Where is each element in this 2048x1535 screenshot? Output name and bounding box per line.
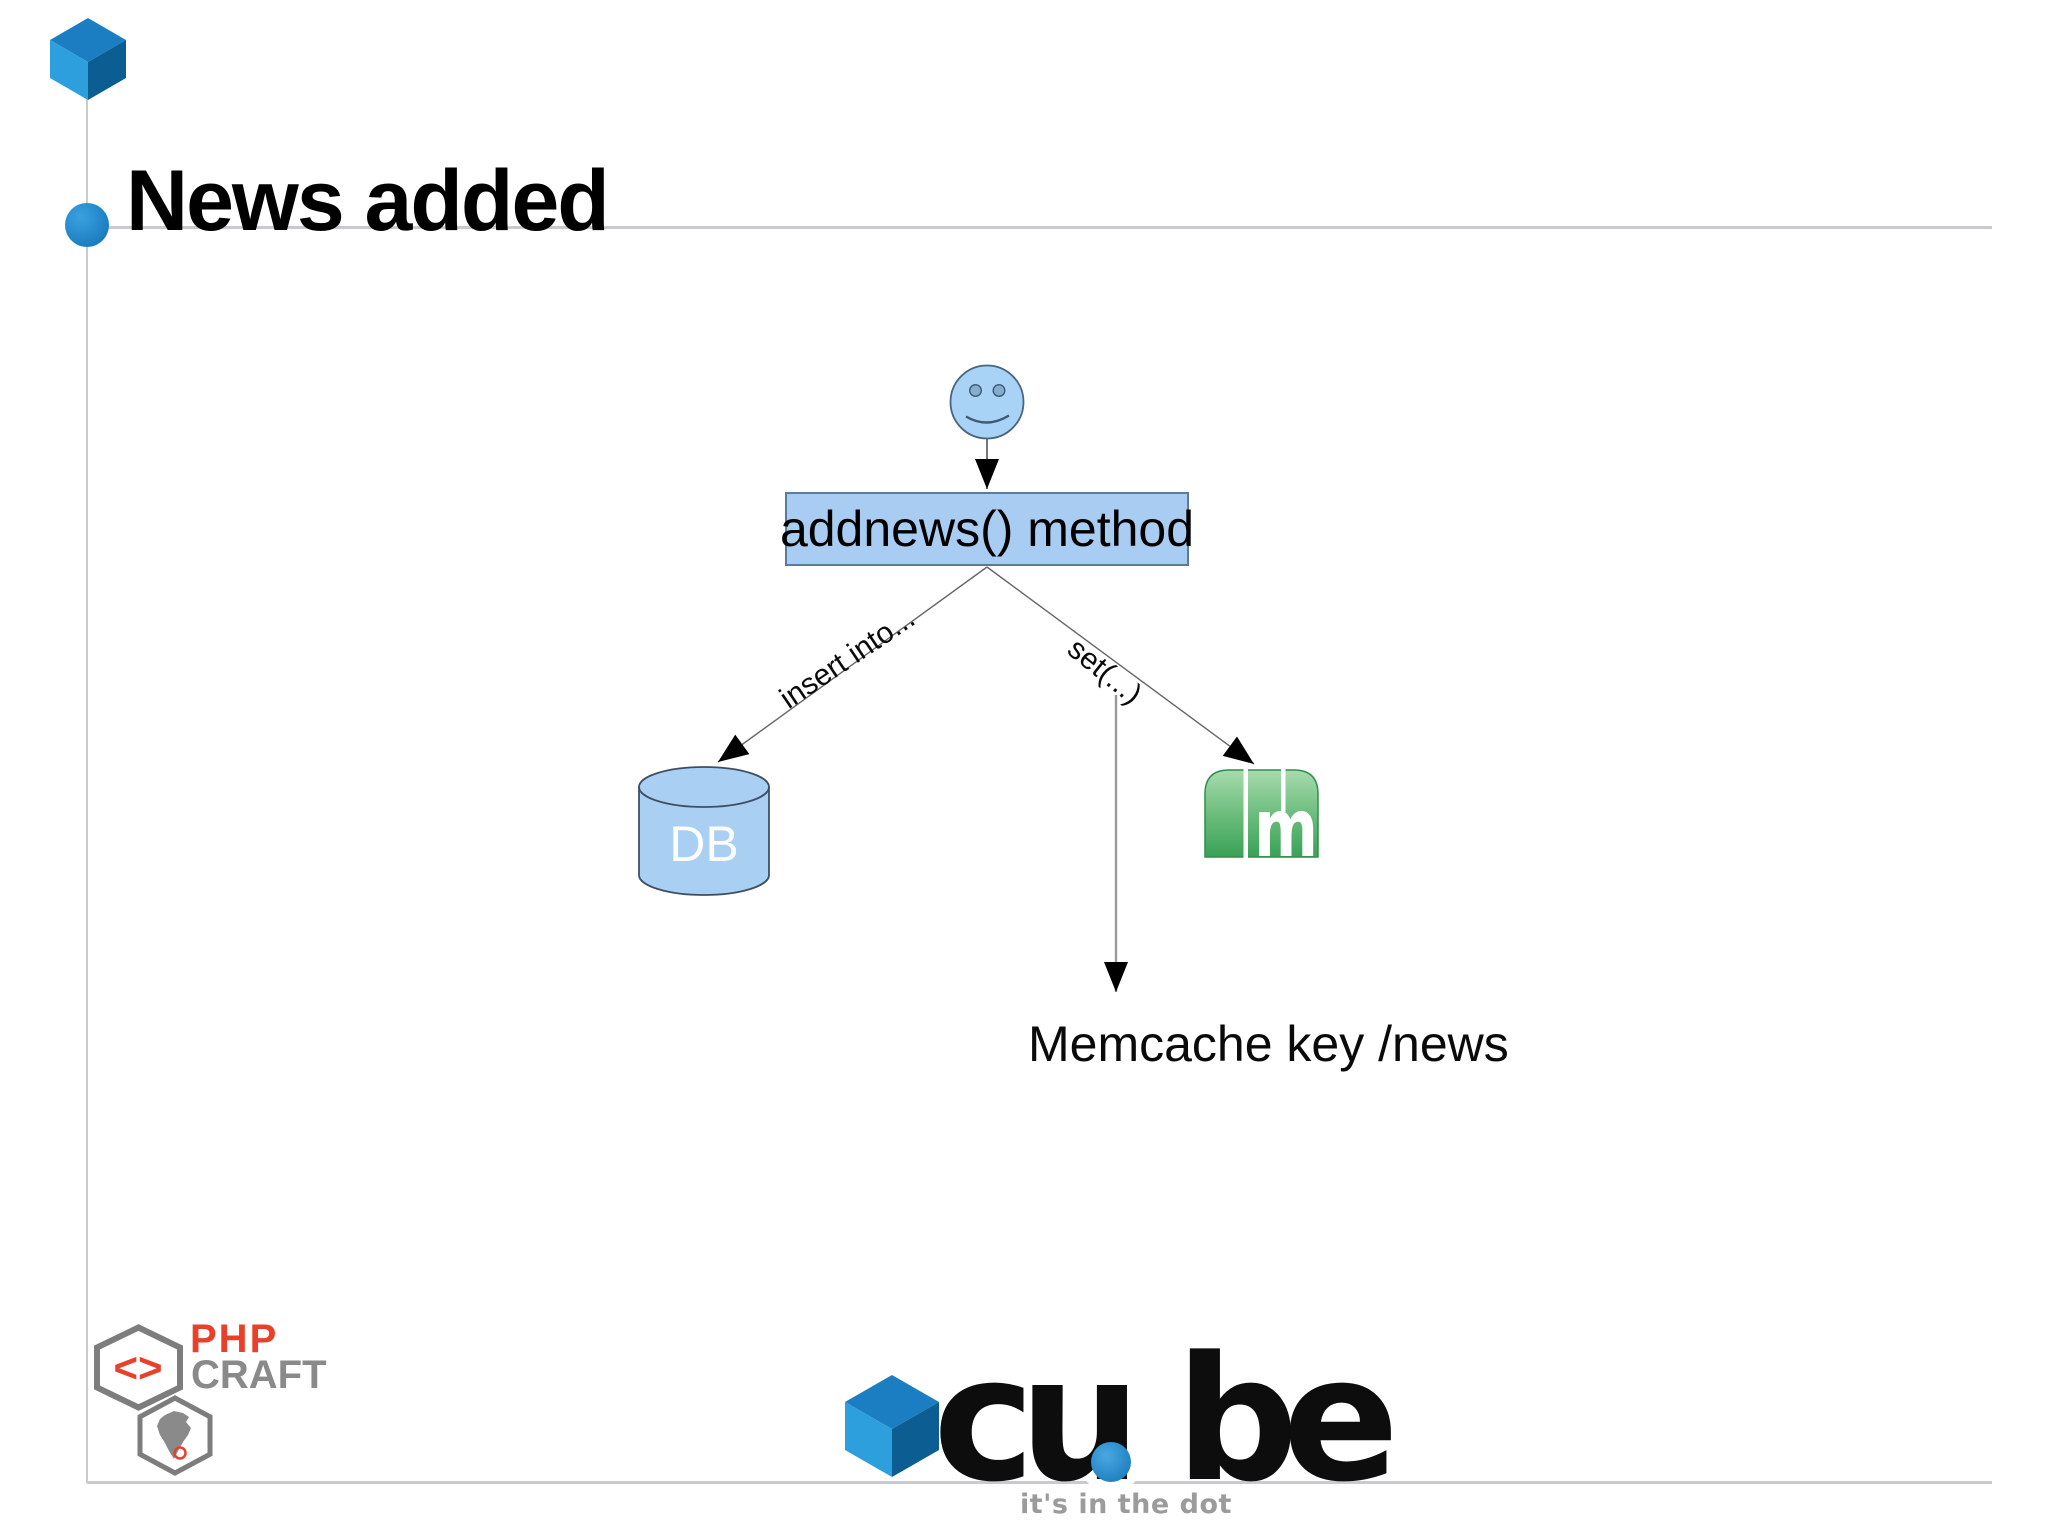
user-smiley-icon bbox=[949, 364, 1025, 440]
cube-right-face bbox=[892, 1402, 939, 1477]
cube-left-face bbox=[845, 1402, 892, 1477]
title-bullet-dot-icon bbox=[65, 203, 109, 247]
africa-map-icon bbox=[157, 1411, 191, 1459]
database-icon: DB bbox=[638, 766, 770, 896]
phpcraft-name-top: PHP bbox=[190, 1318, 278, 1361]
memcache-key-label: Memcache key /news bbox=[1028, 1016, 1509, 1072]
cube-dot-icon bbox=[1091, 1442, 1131, 1482]
cube-right-face bbox=[88, 40, 126, 100]
cube-wordmark-right: be bbox=[1175, 1319, 1399, 1520]
smiley-right-eye bbox=[992, 384, 1006, 398]
footer-rule bbox=[87, 1481, 1992, 1484]
smiley-left-eye bbox=[969, 384, 983, 398]
page-title: News added bbox=[126, 152, 610, 249]
memcached-m-letter: m bbox=[1254, 782, 1318, 875]
phpcraft-logo: <> PHP CRAFT bbox=[94, 1318, 327, 1476]
cube-logo-icon bbox=[845, 1375, 939, 1477]
addnews-method-node: addnews() method bbox=[780, 492, 1194, 566]
cube-icon bbox=[50, 18, 126, 100]
cube-tagline: it's in the dot bbox=[1020, 1489, 1232, 1520]
cube-left-face bbox=[50, 40, 88, 100]
code-brackets-icon: <> bbox=[113, 1344, 162, 1391]
left-border-rule bbox=[86, 97, 88, 1483]
db-label: DB bbox=[669, 816, 738, 872]
phpcraft-name-bottom: CRAFT bbox=[191, 1353, 327, 1397]
connector-method-to-memcached bbox=[986, 566, 1255, 765]
addnews-method-label: addnews() method bbox=[779, 501, 1195, 557]
memcached-gap-left bbox=[1243, 769, 1248, 858]
title-underline-rule bbox=[87, 226, 1992, 229]
memcached-icon: m bbox=[1204, 769, 1319, 875]
smiley-mouth bbox=[965, 414, 1010, 424]
connector-method-to-db bbox=[717, 566, 988, 763]
phpcraft-hexagon-large bbox=[94, 1324, 183, 1411]
memcached-gap-right bbox=[1281, 769, 1286, 815]
africa-dot-marker bbox=[173, 1446, 187, 1460]
